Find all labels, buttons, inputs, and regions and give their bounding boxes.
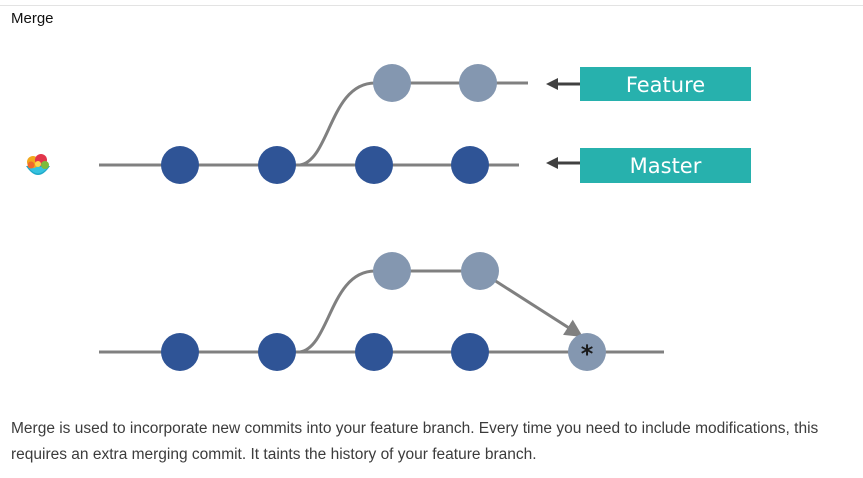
page-title: Merge: [11, 10, 54, 27]
feature-commit: [459, 64, 497, 102]
feature-label-text: Feature: [626, 73, 705, 97]
master-commit: [451, 333, 489, 371]
master-commit: [161, 146, 199, 184]
after-merge-diagram: *: [99, 252, 664, 371]
colorful-bowl-icon: [26, 154, 50, 175]
master-commit: [451, 146, 489, 184]
feature-branch-fork: [299, 269, 376, 354]
top-divider: [0, 5, 863, 6]
feature-commit: [461, 252, 499, 290]
master-label-text: Master: [630, 154, 702, 178]
merge-description: Merge is used to incorporate new commits…: [11, 420, 819, 463]
master-commit: [161, 333, 199, 371]
merge-commit-marker: *: [581, 340, 594, 368]
feature-label: Feature: [580, 67, 751, 101]
feature-pointer-arrow: [546, 78, 580, 90]
master-label: Master: [580, 148, 751, 183]
before-merge-diagram: Feature Master: [99, 64, 751, 184]
feature-branch-fork: [299, 81, 376, 167]
master-commit: [355, 333, 393, 371]
merge-arrow: [493, 278, 584, 337]
master-commit: [258, 333, 296, 371]
master-commit: [258, 146, 296, 184]
feature-commit: [373, 252, 411, 290]
feature-commit: [373, 64, 411, 102]
master-pointer-arrow: [546, 157, 580, 169]
master-commit: [355, 146, 393, 184]
merge-commit: [568, 333, 606, 371]
